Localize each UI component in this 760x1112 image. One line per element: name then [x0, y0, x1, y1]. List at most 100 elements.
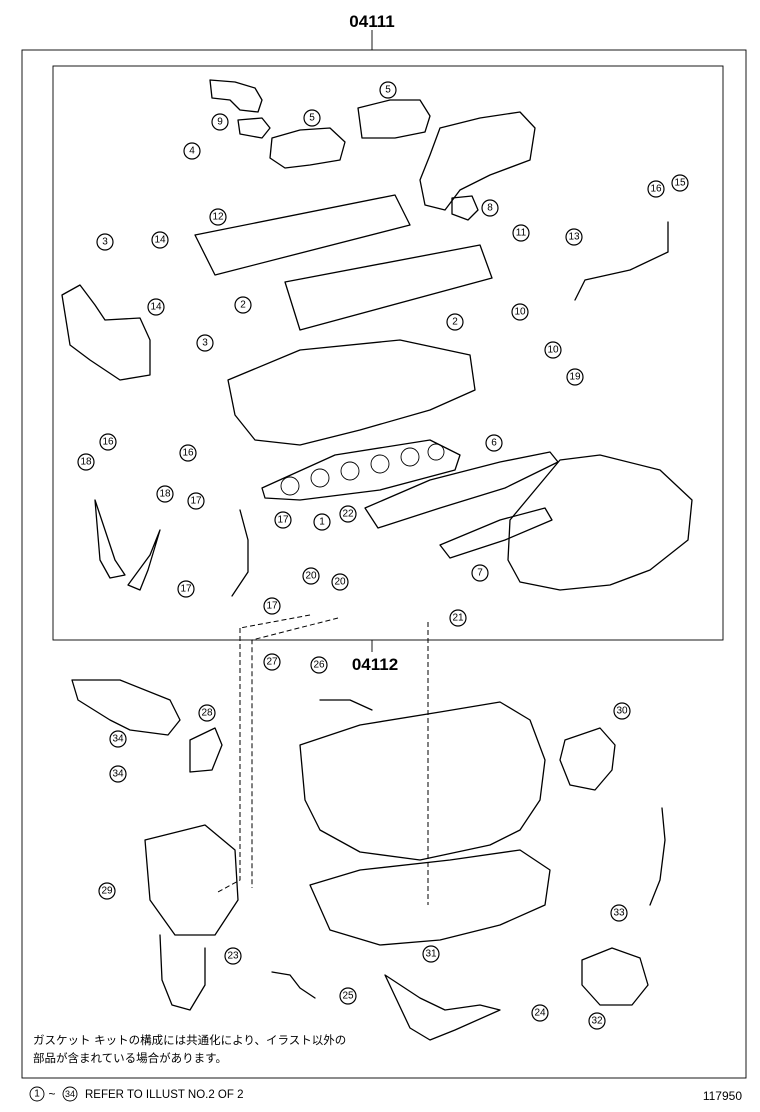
callout-circle — [234, 296, 252, 314]
callout-17: 17 — [263, 597, 281, 615]
callout-number: 1 — [319, 517, 325, 528]
callout-2: 2 — [446, 313, 464, 331]
callout-circle — [98, 882, 116, 900]
callout-15: 15 — [671, 174, 689, 192]
callout-9: 9 — [211, 113, 229, 131]
callout-33: 33 — [610, 904, 628, 922]
callout-circle — [187, 492, 205, 510]
pipe-part-25 — [271, 971, 316, 999]
inner-frame-04111 — [52, 65, 724, 641]
callout-number: 30 — [616, 706, 628, 717]
callout-number: 23 — [227, 951, 239, 962]
callout-14: 14 — [147, 298, 165, 316]
callout-number: 3 — [202, 338, 208, 349]
callout-29: 29 — [98, 882, 116, 900]
callout-number: 13 — [568, 232, 580, 243]
callout-number: 10 — [514, 307, 526, 318]
callout-circle — [198, 704, 216, 722]
footnote-line-2: 部品が含まれている場合があります。 — [33, 1051, 227, 1065]
refer-text: REFER TO ILLUST NO.2 OF 2 — [85, 1089, 244, 1101]
valve-cover-left — [194, 194, 411, 276]
callouts: 1223345567891010111213141415161616171717… — [77, 81, 689, 1030]
callout-number: 16 — [102, 437, 114, 448]
callout-circle — [449, 609, 467, 627]
callout-number: 17 — [180, 584, 192, 595]
callout-circle — [565, 228, 583, 246]
callout-circle — [446, 313, 464, 331]
callout-number: 18 — [159, 489, 171, 500]
oil-pipe — [231, 509, 249, 597]
dashed-leader-2 — [239, 614, 311, 629]
callout-number: 17 — [277, 515, 289, 526]
gasket-part-23 — [159, 934, 206, 1011]
callout-circle — [512, 224, 530, 242]
callout-17: 17 — [187, 492, 205, 510]
callout-16: 16 — [99, 433, 117, 451]
callout-circle — [263, 597, 281, 615]
callout-21: 21 — [449, 609, 467, 627]
callout-circle — [613, 702, 631, 720]
callout-circle — [109, 765, 127, 783]
callout-6: 6 — [485, 434, 503, 452]
cylinder-head — [227, 339, 476, 446]
callout-circle — [183, 142, 201, 160]
gasket-part-8 — [451, 195, 479, 221]
callout-circle — [151, 231, 169, 249]
callout-number: 29 — [101, 886, 113, 897]
callout-3: 3 — [196, 334, 214, 352]
valve-left — [94, 499, 126, 579]
callout-number: 24 — [534, 1008, 546, 1019]
gasket-part-28 — [189, 727, 223, 773]
callout-number: 16 — [182, 448, 194, 459]
refer-end: 34 — [65, 1089, 75, 1099]
callout-number: 25 — [342, 991, 354, 1002]
callout-circle — [379, 81, 397, 99]
callout-circle — [77, 453, 95, 471]
callout-30: 30 — [613, 702, 631, 720]
callout-number: 5 — [385, 85, 391, 96]
callout-circle — [209, 208, 227, 226]
refer-tilde: ~ — [48, 1087, 55, 1101]
callout-number: 34 — [112, 734, 124, 745]
callout-20: 20 — [302, 567, 320, 585]
pipe-part-26 — [319, 699, 373, 711]
callout-31: 31 — [422, 945, 440, 963]
callout-16: 16 — [647, 180, 665, 198]
valve-right — [127, 529, 161, 591]
head-gasket-bores — [280, 443, 445, 496]
callout-number: 27 — [266, 657, 278, 668]
callout-5: 5 — [303, 109, 321, 127]
callout-13: 13 — [565, 228, 583, 246]
intake-gasket-6 — [364, 451, 559, 529]
callout-number: 3 — [102, 237, 108, 248]
thermostat-housing — [71, 679, 181, 736]
callout-circle — [647, 180, 665, 198]
callout-number: 10 — [547, 345, 559, 356]
callout-8: 8 — [481, 199, 499, 217]
callout-10: 10 — [544, 341, 562, 359]
callout-20: 20 — [331, 573, 349, 591]
callout-number: 2 — [240, 300, 246, 311]
callout-number: 5 — [309, 113, 315, 124]
callout-26: 26 — [310, 656, 328, 674]
callout-17: 17 — [177, 580, 195, 598]
callout-number: 14 — [150, 302, 162, 313]
callout-number: 20 — [305, 571, 317, 582]
callout-circle — [566, 368, 584, 386]
callout-circle — [177, 580, 195, 598]
refer-start: 1 — [34, 1089, 40, 1100]
callout-number: 6 — [491, 438, 497, 449]
callout-32: 32 — [588, 1012, 606, 1030]
callout-circle — [313, 513, 331, 531]
callout-number: 20 — [334, 577, 346, 588]
callout-34: 34 — [109, 765, 127, 783]
gasket-part-9 — [237, 117, 271, 139]
exhaust-gasket-5b — [357, 99, 431, 139]
callout-3: 3 — [96, 233, 114, 251]
callout-circle — [339, 505, 357, 523]
oil-strainer — [384, 974, 501, 1041]
callout-number: 21 — [452, 613, 464, 624]
callout-5: 5 — [379, 81, 397, 99]
callout-circle — [211, 113, 229, 131]
